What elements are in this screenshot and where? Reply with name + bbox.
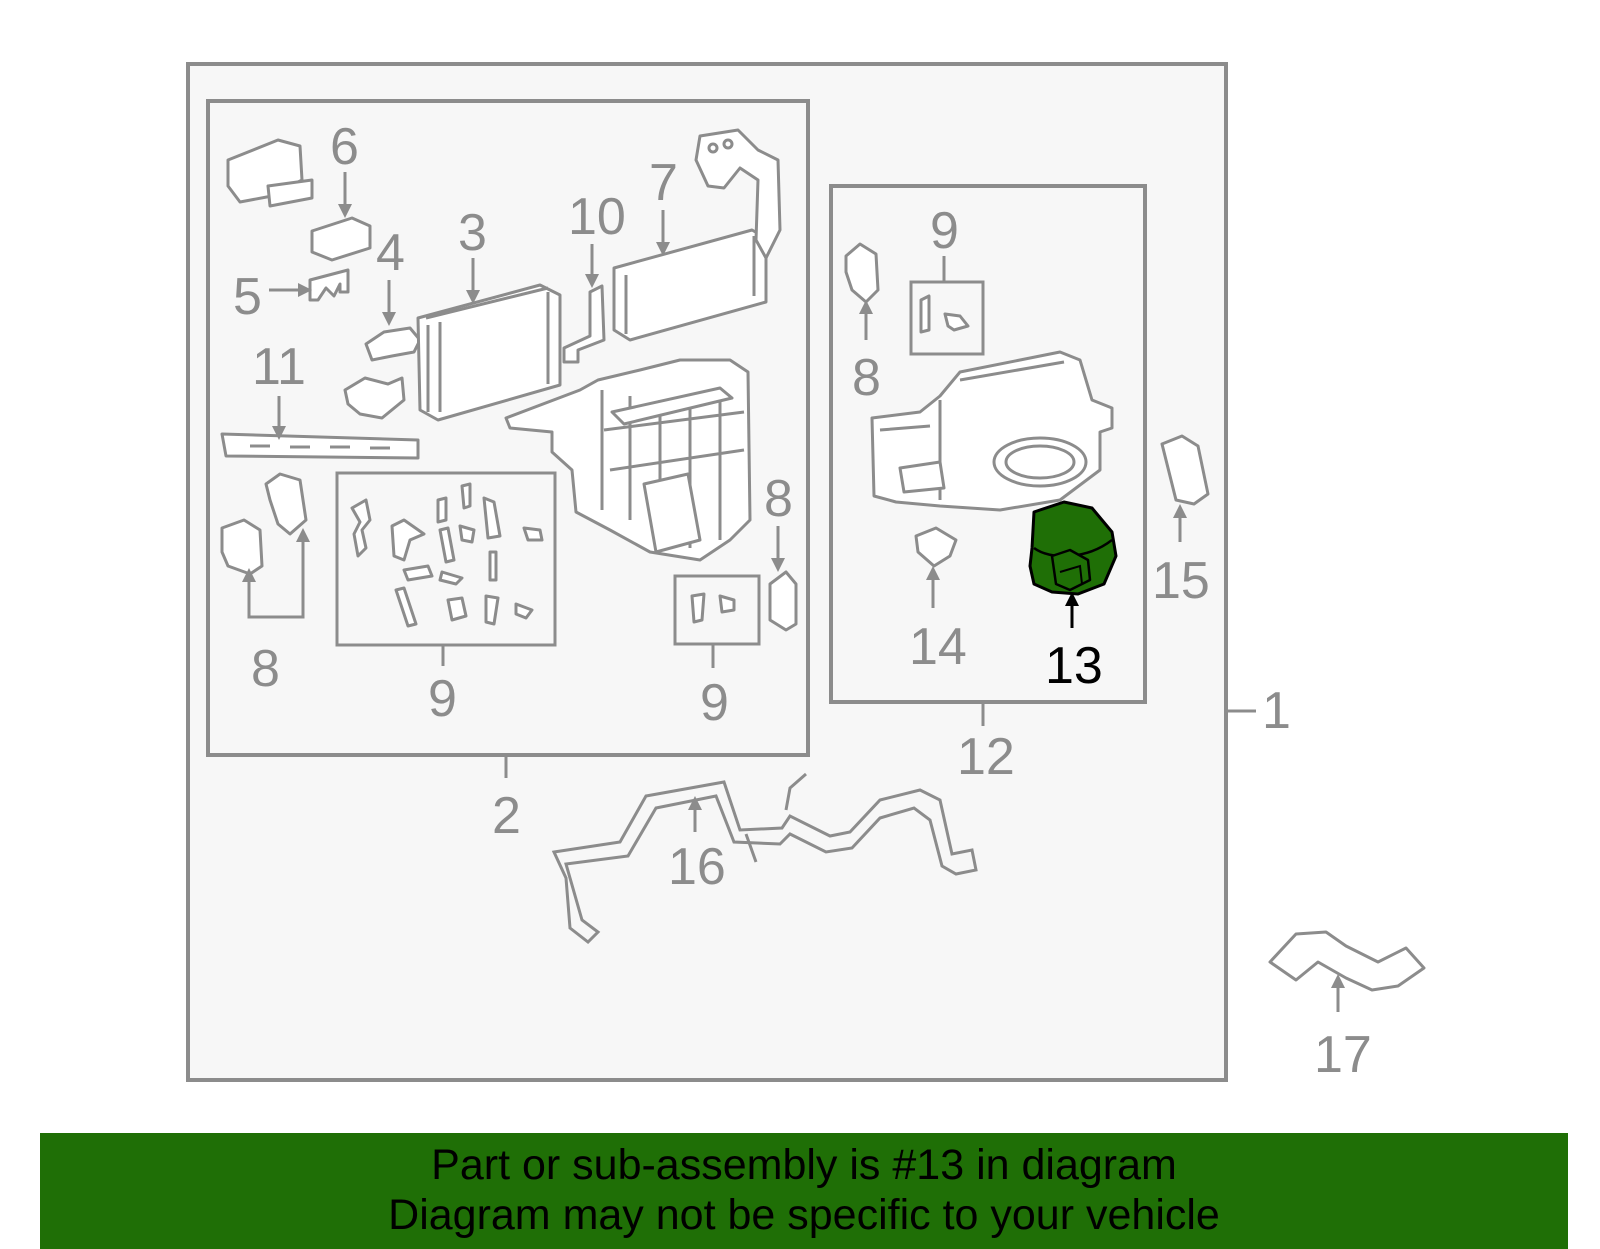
banner-line-part: Part or sub-assembly is #13 in diagram bbox=[431, 1141, 1177, 1189]
banner-line-disclaimer: Diagram may not be specific to your vehi… bbox=[388, 1191, 1220, 1239]
callout-11: 11 bbox=[252, 338, 306, 396]
kit-9-right-pieces bbox=[919, 294, 970, 334]
callout-15: 15 bbox=[1152, 552, 1210, 610]
part-5-clip bbox=[308, 268, 350, 302]
part-6-sensor bbox=[310, 216, 372, 262]
part-blower-case bbox=[870, 350, 1114, 512]
callout-4: 4 bbox=[376, 224, 405, 282]
part-8-right bbox=[844, 242, 880, 304]
info-banner: Part or sub-assembly is #13 in diagram D… bbox=[40, 1133, 1568, 1249]
callout-1: 1 bbox=[1262, 682, 1291, 740]
part-15-filter-door bbox=[1160, 434, 1210, 506]
part-16-drain-hose bbox=[551, 772, 978, 944]
callout-14: 14 bbox=[909, 618, 967, 676]
callout-9-middle: 9 bbox=[700, 674, 729, 732]
part-duct-cover bbox=[226, 138, 314, 208]
callout-8-middle: 8 bbox=[764, 470, 793, 528]
callout-5: 5 bbox=[233, 268, 262, 326]
part-7-heater-core bbox=[612, 128, 782, 342]
callout-8-left: 8 bbox=[251, 640, 280, 698]
callout-7: 7 bbox=[649, 154, 678, 212]
callout-8-right: 8 bbox=[852, 349, 881, 407]
part-17-duct bbox=[1268, 930, 1426, 992]
callout-3: 3 bbox=[458, 204, 487, 262]
callout-9-right: 9 bbox=[930, 202, 959, 260]
part-3-evaporator bbox=[416, 283, 562, 422]
callout-13: 13 bbox=[1045, 637, 1103, 695]
part-8-middle bbox=[768, 570, 798, 632]
callout-9-left: 9 bbox=[428, 670, 457, 728]
callout-16: 16 bbox=[668, 838, 726, 896]
callout-2: 2 bbox=[492, 787, 521, 845]
callout-17: 17 bbox=[1314, 1026, 1372, 1084]
part-10-seal bbox=[562, 284, 606, 364]
part-11-bracket bbox=[220, 432, 420, 460]
kit-box-9-middle bbox=[673, 574, 761, 646]
callout-12: 12 bbox=[957, 728, 1015, 786]
kit-9-middle-pieces bbox=[690, 592, 736, 624]
part-8-left-pair bbox=[220, 472, 308, 576]
blower-motor-icon bbox=[1028, 500, 1118, 596]
leader-lines bbox=[242, 172, 1345, 1012]
callout-10: 10 bbox=[568, 188, 626, 246]
kit-9-left-pieces bbox=[350, 482, 544, 628]
part-4-expansion-valve bbox=[343, 326, 422, 420]
callout-6: 6 bbox=[330, 118, 359, 176]
part-hvac-case bbox=[504, 358, 752, 562]
leader-line-13 bbox=[1065, 592, 1079, 628]
part-14-resistor bbox=[914, 526, 958, 568]
